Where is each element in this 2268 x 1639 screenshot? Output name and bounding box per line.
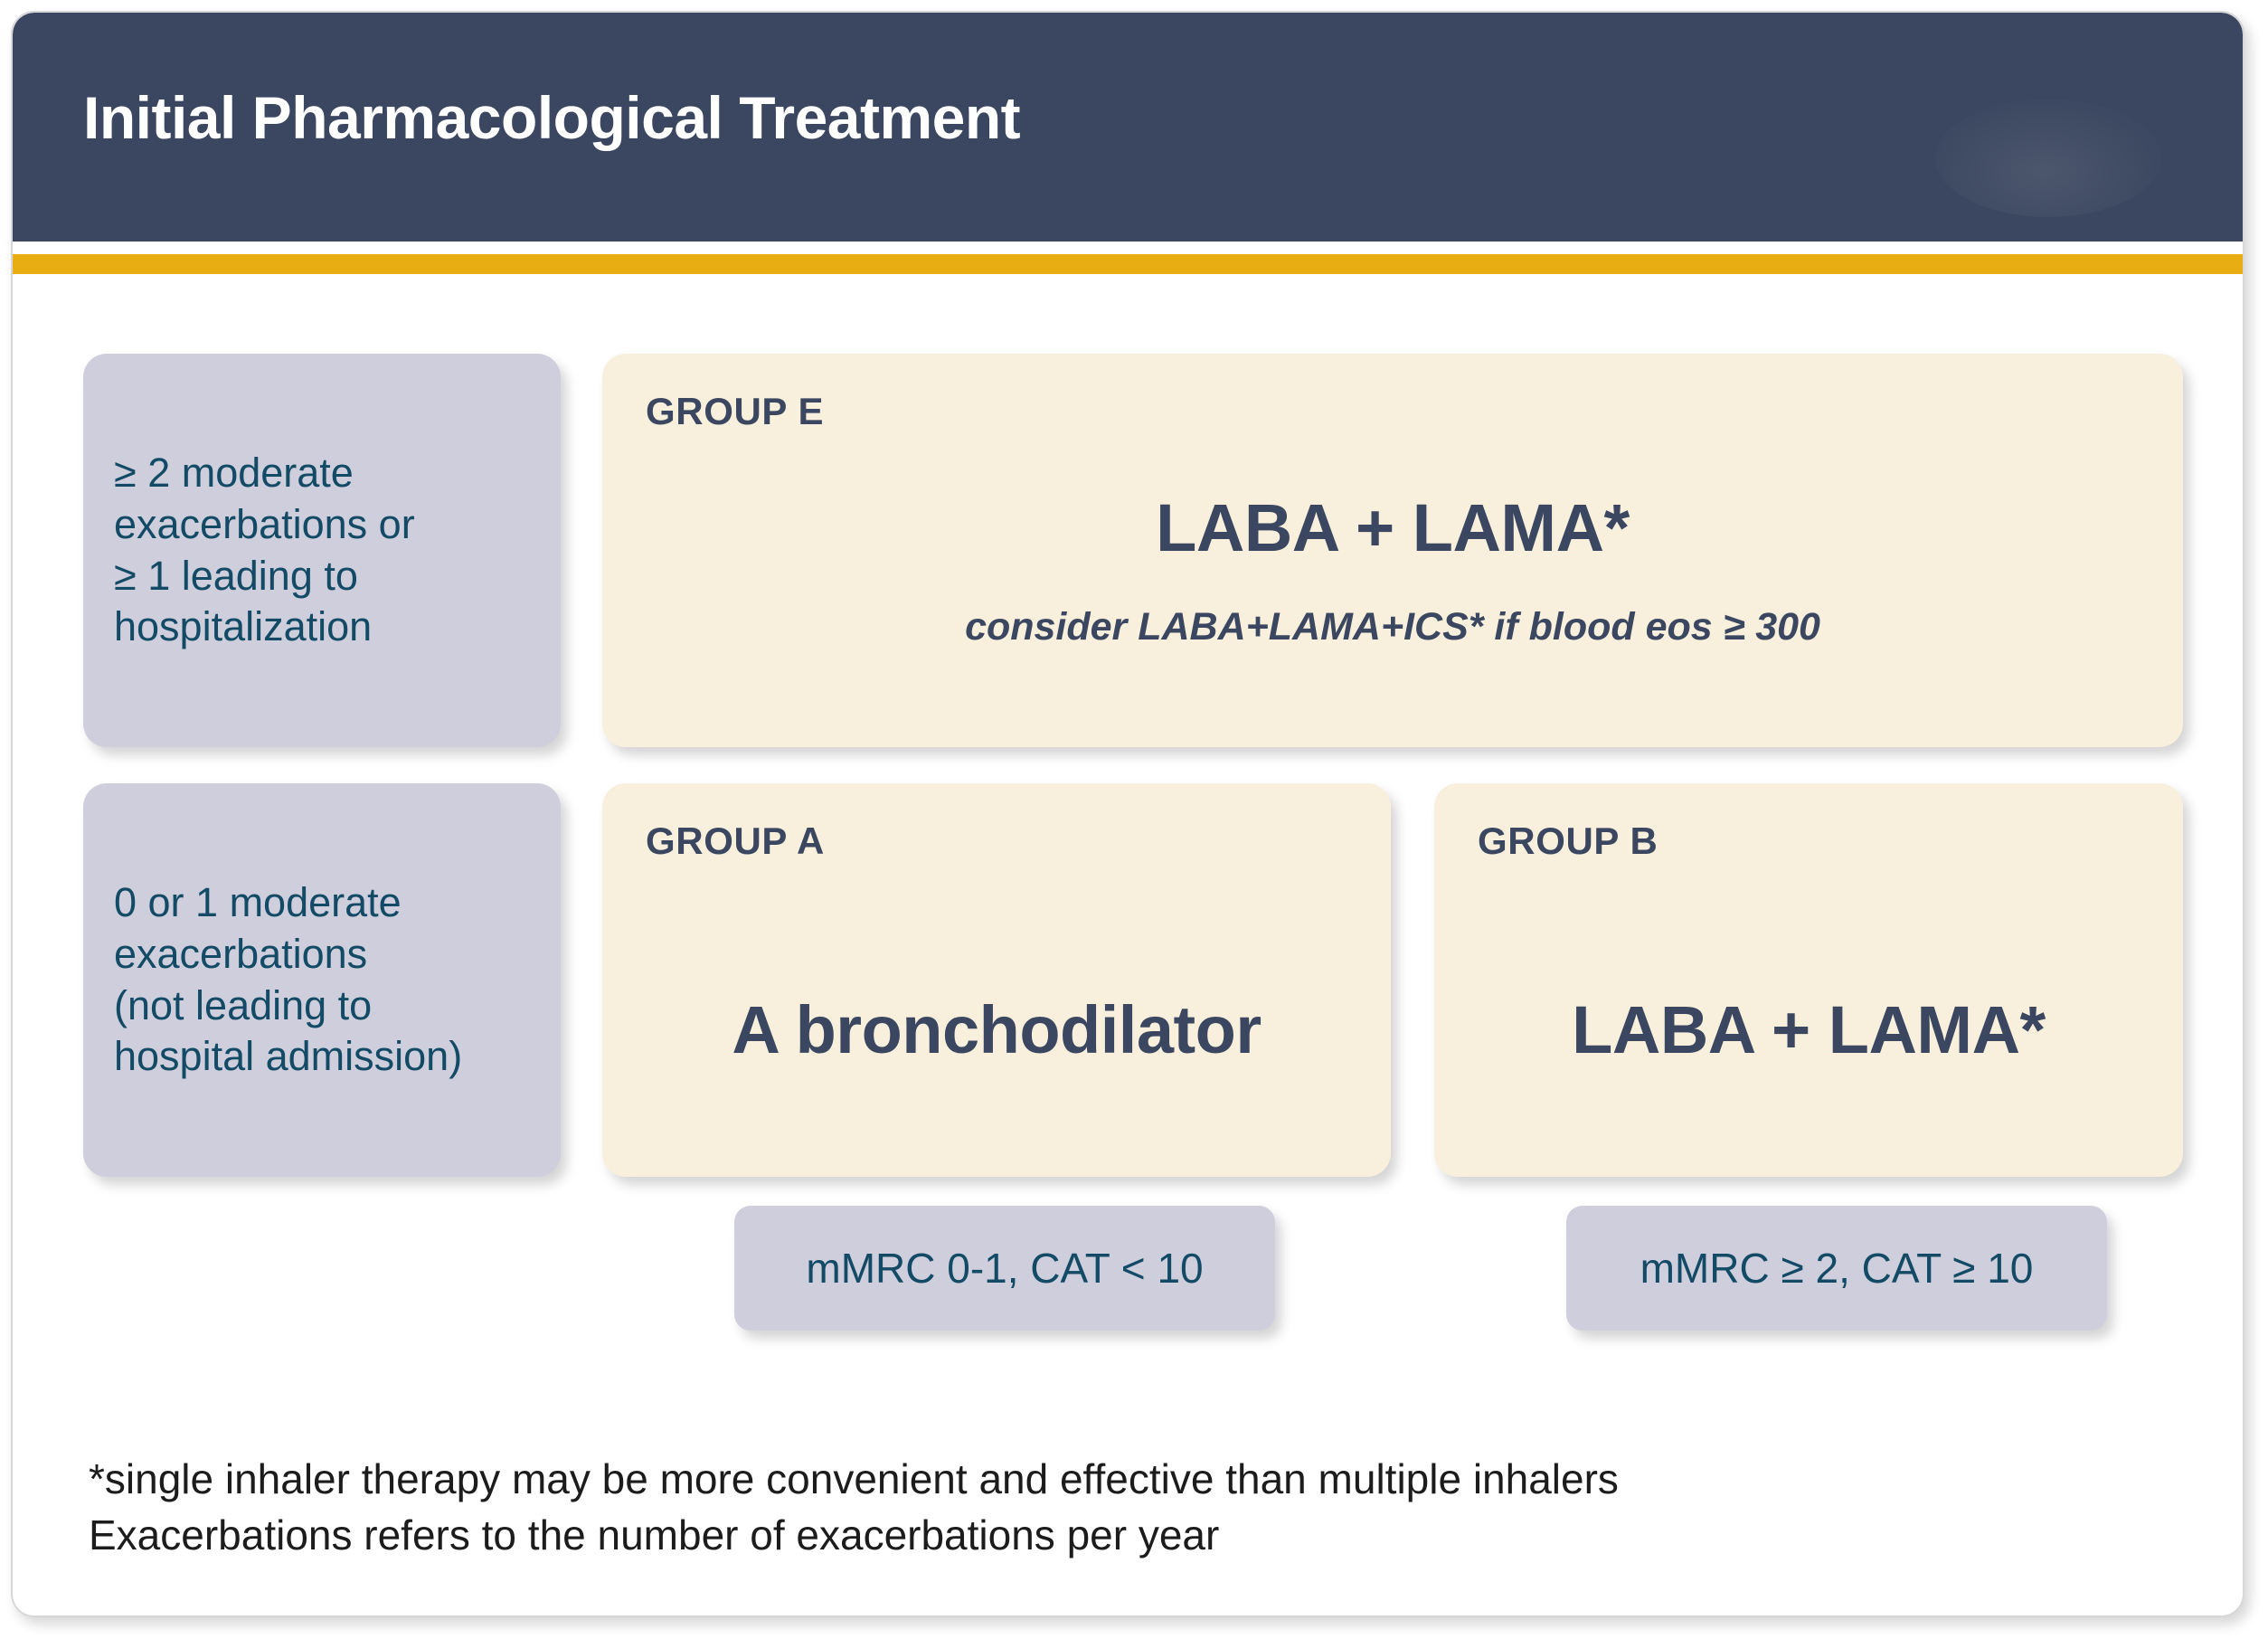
footnote-2: Exacerbations refers to the number of ex… <box>89 1511 1220 1558</box>
diagram-body: ≥ 2 moderate exacerbations or ≥ 1 leadin… <box>13 274 2243 1615</box>
page-title: Initial Pharmacological Treatment <box>83 84 1021 151</box>
treatment-card: Initial Pharmacological Treatment ≥ 2 mo… <box>11 11 2244 1617</box>
group-e-note: consider LABA+LAMA+ICS* if blood eos ≥ 3… <box>965 605 1820 649</box>
group-a-treatment: A bronchodilator <box>732 992 1262 1067</box>
group-e-box: GROUP E LABA + LAMA* consider LABA+LAMA+… <box>602 354 2183 747</box>
group-a-box: GROUP A A bronchodilator <box>602 783 1391 1177</box>
gold-logo-watermark-icon <box>1935 99 2161 217</box>
group-b-treatment: LABA + LAMA* <box>1572 992 2046 1067</box>
exacerbation-criteria-mild: 0 or 1 moderate exacerbations (not leadi… <box>83 783 561 1177</box>
exacerbation-criteria-mild-text: 0 or 1 moderate exacerbations (not leadi… <box>114 879 463 1080</box>
group-b-label: GROUP B <box>1478 820 1658 862</box>
exacerbation-criteria-severe-text: ≥ 2 moderate exacerbations or ≥ 1 leadin… <box>114 450 415 650</box>
footnotes: *single inhaler therapy may be more conv… <box>89 1452 1619 1563</box>
gold-accent-divider <box>13 254 2243 274</box>
footnote-1: *single inhaler therapy may be more conv… <box>89 1455 1619 1502</box>
symptom-criteria-group-a: mMRC 0-1, CAT < 10 <box>734 1206 1275 1331</box>
exacerbation-criteria-severe: ≥ 2 moderate exacerbations or ≥ 1 leadin… <box>83 354 561 747</box>
group-e-label: GROUP E <box>646 390 825 432</box>
group-a-label: GROUP A <box>646 820 825 862</box>
symptom-criteria-group-b: mMRC ≥ 2, CAT ≥ 10 <box>1566 1206 2107 1331</box>
group-e-treatment: LABA + LAMA* <box>1156 490 1630 565</box>
header-bar: Initial Pharmacological Treatment <box>13 13 2243 242</box>
group-b-box: GROUP B LABA + LAMA* <box>1434 783 2183 1177</box>
